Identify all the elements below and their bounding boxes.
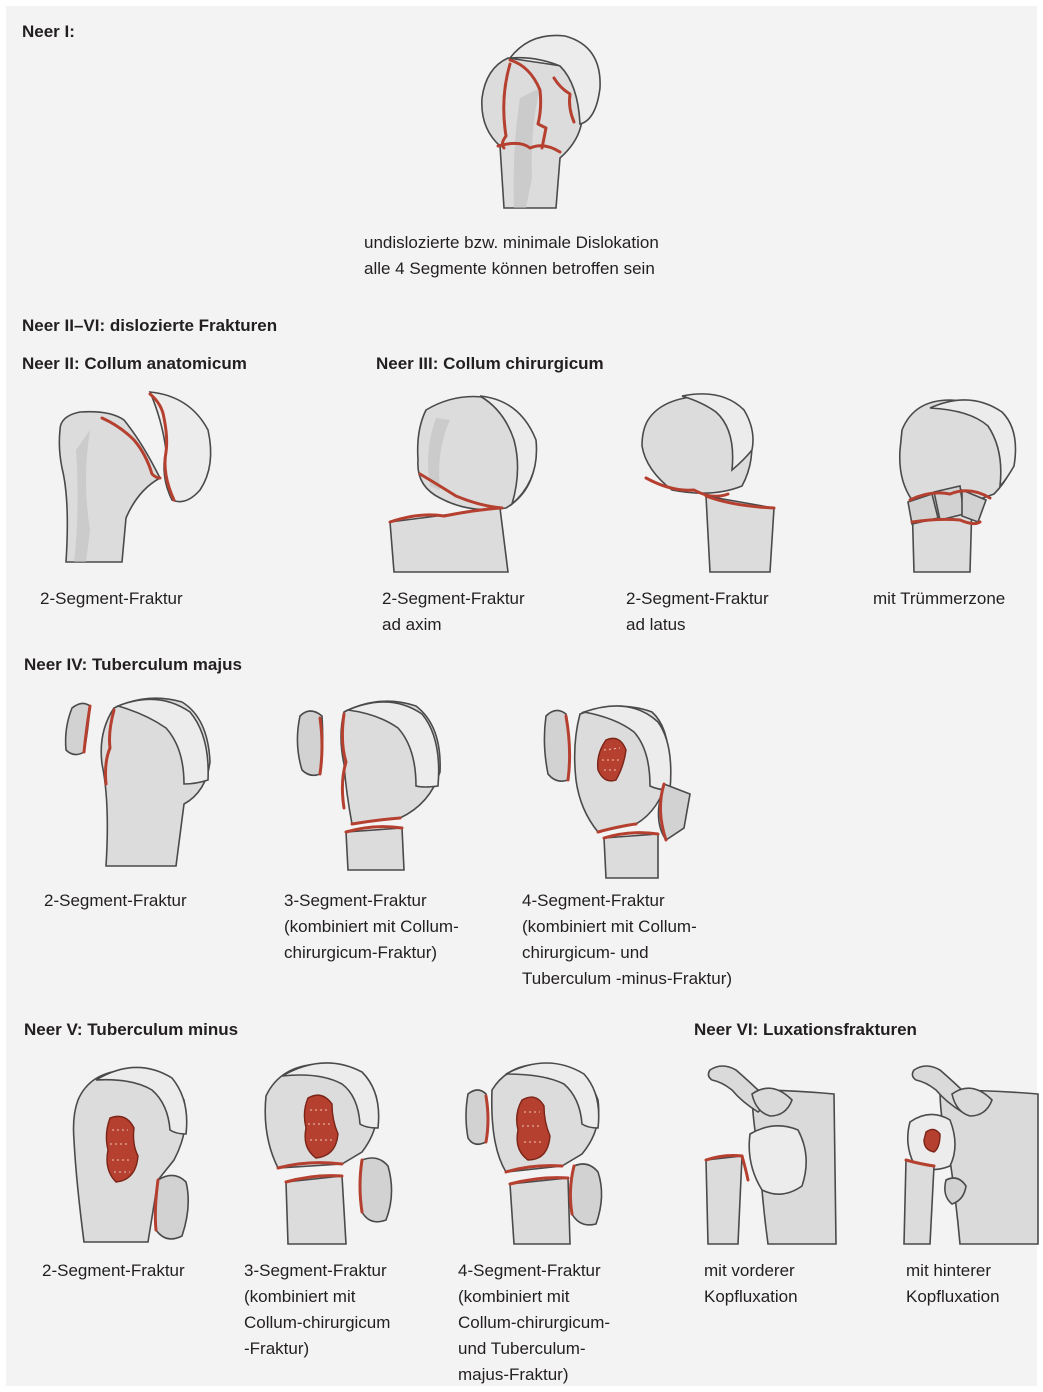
- shoulder-neer-6-anterior-illustration: [702, 1060, 842, 1245]
- caption-line: majus-Fraktur): [458, 1362, 610, 1388]
- humerus-neer-5-3seg-illustration: [258, 1056, 408, 1246]
- humerus-neer-4-2seg-illustration: [58, 692, 218, 872]
- caption-line: 2-Segment-Fraktur: [40, 586, 183, 612]
- caption-line: ad axim: [382, 612, 525, 638]
- caption-line: (kombiniert mit: [244, 1284, 390, 1310]
- heading-neer-3: Neer III: Collum chirurgicum: [376, 354, 604, 374]
- caption-neer-4-3seg: 3-Segment-Fraktur (kombiniert mit Collum…: [284, 888, 459, 966]
- caption-neer-3-truemmer: mit Trümmerzone: [873, 586, 1005, 612]
- caption-line: 2-Segment-Fraktur: [42, 1258, 185, 1284]
- caption-line: mit vorderer: [704, 1258, 798, 1284]
- caption-line: mit hinterer: [906, 1258, 1000, 1284]
- humerus-neer-3-truemmer-illustration: [890, 390, 1030, 575]
- caption-line: 2-Segment-Fraktur: [44, 888, 187, 914]
- caption-neer-4-4seg: 4-Segment-Fraktur (kombiniert mit Collum…: [522, 888, 732, 992]
- caption-line: chirurgicum-Fraktur): [284, 940, 459, 966]
- caption-neer-3-axim: 2-Segment-Fraktur ad axim: [382, 586, 525, 638]
- caption-line: chirurgicum- und: [522, 940, 732, 966]
- humerus-neer-2-illustration: [50, 390, 220, 570]
- humerus-neer-3-latus-illustration: [632, 390, 792, 575]
- humerus-neer-5-2seg-illustration: [66, 1060, 206, 1245]
- humerus-neer-4-4seg-illustration: [540, 700, 700, 880]
- caption-line: 3-Segment-Fraktur: [244, 1258, 390, 1284]
- caption-line: Collum-chirurgicum-: [458, 1310, 610, 1336]
- caption-line: Tuberculum -minus-Fraktur): [522, 966, 732, 992]
- caption-neer-6-posterior: mit hinterer Kopfluxation: [906, 1258, 1000, 1310]
- caption-line: Kopfluxation: [704, 1284, 798, 1310]
- humerus-neer-1-illustration: [470, 28, 620, 213]
- caption-neer-5-3seg: 3-Segment-Fraktur (kombiniert mit Collum…: [244, 1258, 390, 1362]
- caption-line: Collum-chirurgicum: [244, 1310, 390, 1336]
- caption-neer-2: 2-Segment-Fraktur: [40, 586, 183, 612]
- caption-line: -Fraktur): [244, 1336, 390, 1362]
- caption-line: alle 4 Segmente können betroffen sein: [364, 256, 659, 282]
- caption-line: (kombiniert mit: [458, 1284, 610, 1310]
- caption-line: Kopfluxation: [906, 1284, 1000, 1310]
- caption-line: 3-Segment-Fraktur: [284, 888, 459, 914]
- heading-neer-1: Neer I:: [22, 22, 75, 42]
- heading-neer-2: Neer II: Collum anatomicum: [22, 354, 247, 374]
- humerus-neer-5-4seg-illustration: [462, 1056, 622, 1246]
- caption-line: 2-Segment-Fraktur: [382, 586, 525, 612]
- humerus-neer-4-3seg-illustration: [290, 692, 450, 872]
- caption-line: (kombiniert mit Collum-: [522, 914, 732, 940]
- caption-neer-5-4seg: 4-Segment-Fraktur (kombiniert mit Collum…: [458, 1258, 610, 1388]
- heading-neer-2-6: Neer II–VI: dislozierte Frakturen: [22, 316, 277, 336]
- heading-neer-5: Neer V: Tuberculum minus: [24, 1020, 238, 1040]
- caption-neer-6-anterior: mit vorderer Kopfluxation: [704, 1258, 798, 1310]
- humerus-neer-3-axim-illustration: [380, 390, 550, 575]
- heading-neer-6: Neer VI: Luxationsfrakturen: [694, 1020, 917, 1040]
- caption-neer-1: undislozierte bzw. minimale Dislokation …: [364, 230, 659, 282]
- shoulder-neer-6-posterior-illustration: [900, 1060, 1040, 1245]
- caption-neer-4-2seg: 2-Segment-Fraktur: [44, 888, 187, 914]
- caption-line: (kombiniert mit Collum-: [284, 914, 459, 940]
- caption-line: 4-Segment-Fraktur: [522, 888, 732, 914]
- caption-line: 4-Segment-Fraktur: [458, 1258, 610, 1284]
- caption-neer-3-latus: 2-Segment-Fraktur ad latus: [626, 586, 769, 638]
- caption-line: undislozierte bzw. minimale Dislokation: [364, 230, 659, 256]
- caption-line: und Tuberculum-: [458, 1336, 610, 1362]
- heading-neer-4: Neer IV: Tuberculum majus: [24, 655, 242, 675]
- caption-neer-5-2seg: 2-Segment-Fraktur: [42, 1258, 185, 1284]
- caption-line: ad latus: [626, 612, 769, 638]
- caption-line: mit Trümmerzone: [873, 586, 1005, 612]
- caption-line: 2-Segment-Fraktur: [626, 586, 769, 612]
